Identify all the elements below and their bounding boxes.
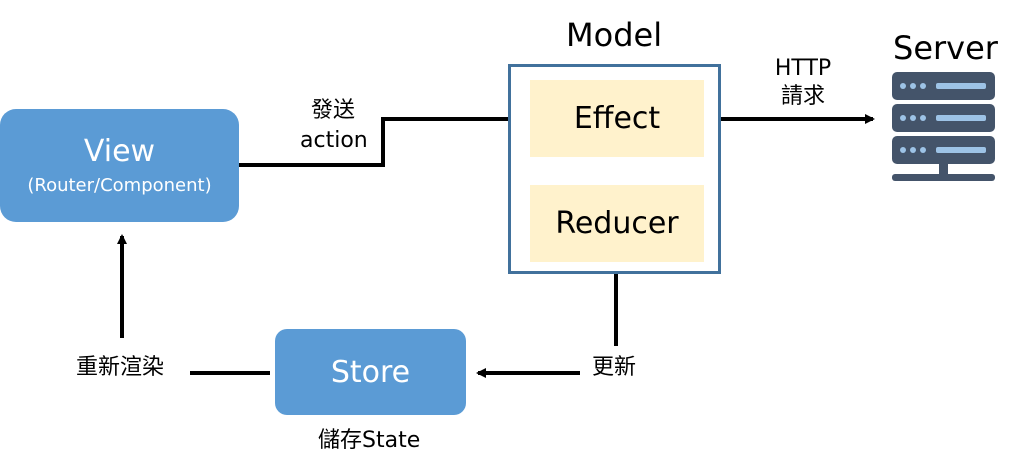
rerender-label: 重新渲染 [76, 355, 165, 380]
store-caption: 儲存State [318, 428, 421, 453]
send-action-arrow [239, 114, 530, 167]
store-box: Store [275, 329, 466, 415]
server-rack-icon [892, 72, 995, 181]
send-label-line1: 發送 [310, 98, 355, 123]
effect-box: Effect [530, 80, 704, 157]
reducer-box: Reducer [530, 185, 704, 262]
update-label: 更新 [592, 355, 637, 380]
http-request-label: HTTP 請求 [768, 55, 838, 111]
view-box: View (Router/Component) [0, 109, 239, 222]
server-title: Server [893, 29, 998, 67]
http-label-line1: HTTP [774, 56, 832, 81]
send-label-line2: action [300, 128, 368, 153]
send-action-label: 發送 action [300, 96, 368, 156]
http-label-line2: 請求 [780, 84, 825, 109]
model-title: Model [566, 16, 663, 54]
view-title: View [83, 133, 156, 169]
view-subtitle: (Router/Component) [27, 174, 212, 196]
